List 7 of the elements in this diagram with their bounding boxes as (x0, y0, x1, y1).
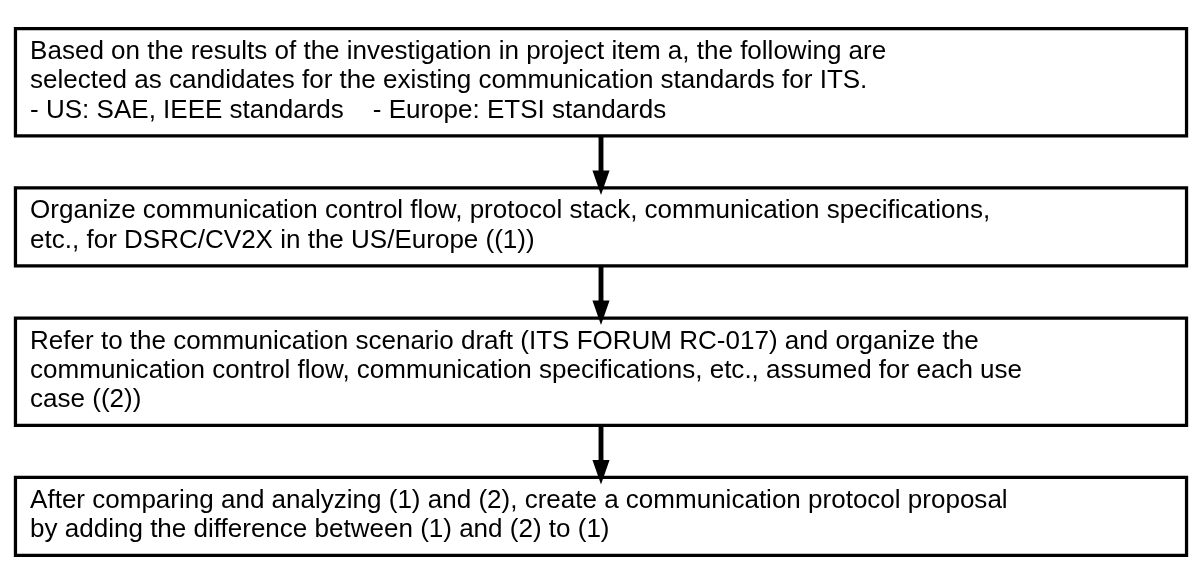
node-box: Organize communication control flow, protocol stack, communication specifications, etc., for DSRC/CV2X in the US/Europe ((1)) (13, 185, 1189, 268)
arrow (592, 425, 610, 484)
node-box: Based on the results of the investigation in project item a, the following are selected as candidates for the existing communication standards for ITS. - US: SAE, IEEE standards - Europe: ETSI standards (13, 26, 1189, 137)
node-box: After comparing and analyzing (1) and (2), create a communication protocol proposal by adding the difference between (1) and (2) to (1) (13, 475, 1189, 557)
arrow (592, 136, 610, 195)
node-box: Refer to the communication scenario draft (ITS FORUM RC-017) and organize the communication control flow, communication specifications, etc., assumed for each use case ((2)) (13, 315, 1189, 427)
arrow (592, 266, 610, 325)
